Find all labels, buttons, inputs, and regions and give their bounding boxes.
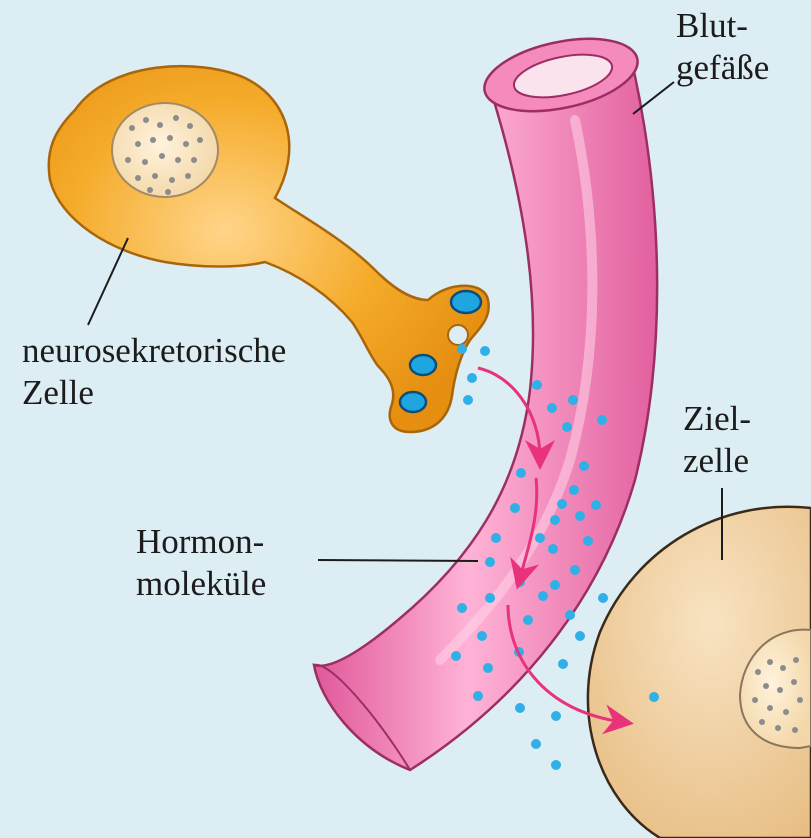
hormone-molecule (550, 580, 560, 590)
hormone-molecule (583, 536, 593, 546)
label-blood-vessels: Blut- gefäße (676, 5, 769, 89)
hormone-molecule (575, 631, 585, 641)
label-ziel-line1: Ziel- (683, 398, 751, 440)
label-neurosecretory-cell: neurosekretorische Zelle (22, 330, 286, 414)
label-blut-line2: gefäße (676, 47, 769, 89)
hormone-molecule (515, 577, 525, 587)
hormone-molecule (477, 631, 487, 641)
hormone-molecule (457, 344, 467, 354)
hormone-molecule (591, 500, 601, 510)
hormone-molecule (547, 403, 557, 413)
hormone-molecule (535, 533, 545, 543)
target-cell (588, 507, 811, 838)
hormone-molecule (558, 659, 568, 669)
hormone-molecule (649, 692, 659, 702)
hormone-molecule (565, 610, 575, 620)
hormone-molecule (570, 565, 580, 575)
hormone-molecule (598, 593, 608, 603)
vesicle (451, 291, 481, 313)
hormone-molecule (538, 591, 548, 601)
label-blut-line1: Blut- (676, 5, 769, 47)
hormone-molecule (523, 615, 533, 625)
hormone-molecule (548, 544, 558, 554)
hormone-molecule (532, 380, 542, 390)
hormone-molecule (467, 373, 477, 383)
vesicle (410, 355, 436, 375)
hormone-molecule (516, 468, 526, 478)
hormone-molecule (473, 691, 483, 701)
label-hormon-line1: Hormon- (136, 521, 266, 563)
vesicle (400, 392, 426, 412)
hormone-molecule (485, 593, 495, 603)
label-ziel-line2: zelle (683, 440, 751, 482)
hormone-molecule (557, 499, 567, 509)
leader-line-neuro (88, 238, 128, 325)
label-neuro-line1: neurosekretorische (22, 330, 286, 372)
hormone-molecule (569, 485, 579, 495)
hormone-molecule (451, 651, 461, 661)
hormone-molecule (562, 422, 572, 432)
hormone-molecule (483, 663, 493, 673)
hormone-molecule (568, 395, 578, 405)
hormone-molecule (485, 557, 495, 567)
label-hormon-line2: moleküle (136, 563, 266, 605)
hormone-molecule (575, 511, 585, 521)
hormone-molecule (463, 395, 473, 405)
hormone-molecule (515, 703, 525, 713)
hormone-molecule (551, 711, 561, 721)
hormone-molecule (457, 603, 467, 613)
leader-line-hormon (318, 560, 478, 561)
neuron-nucleus (112, 103, 218, 197)
hormone-molecule (510, 503, 520, 513)
hormone-molecule (597, 415, 607, 425)
label-target-cell: Ziel- zelle (683, 398, 751, 482)
hormone-molecule (531, 739, 541, 749)
hormone-molecule (480, 346, 490, 356)
hormone-molecule (491, 533, 501, 543)
hormone-molecule (550, 515, 560, 525)
label-hormone-molecules: Hormon- moleküle (136, 521, 266, 605)
hormone-molecule (579, 461, 589, 471)
label-neuro-line2: Zelle (22, 372, 286, 414)
hormone-molecule (551, 760, 561, 770)
